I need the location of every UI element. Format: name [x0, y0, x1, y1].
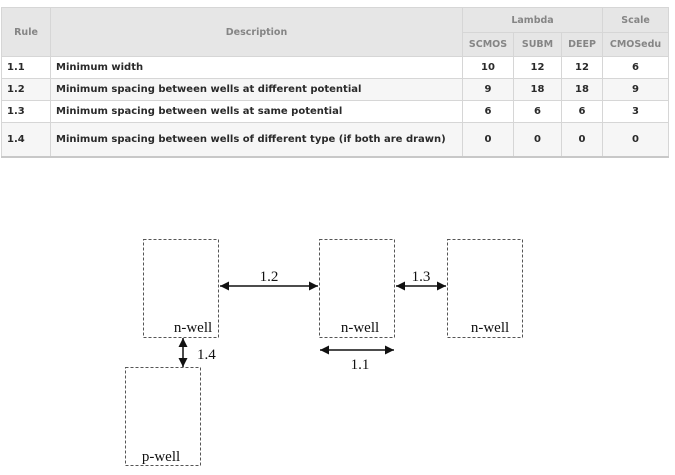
deep-value: 12 [560, 56, 604, 79]
dimension-label-1-1: 1.1 [351, 357, 370, 373]
table-row: 1.4 Minimum spacing between wells of dif… [1, 122, 670, 158]
n-well-middle-outline [319, 239, 395, 338]
dimension-label-1-2: 1.2 [260, 269, 279, 285]
deep-column-header: DEEP [560, 32, 604, 57]
n-well-right-label: n-well [471, 320, 509, 336]
dimension-label-1-4: 1.4 [197, 347, 216, 363]
cmosedu-value: 0 [602, 122, 670, 158]
rule-number: 1.1 [1, 56, 51, 79]
table-row: 1.3 Minimum spacing between wells at sam… [1, 100, 670, 123]
scmos-value: 0 [462, 122, 514, 158]
scmos-column-header: SCMOS [462, 32, 514, 57]
n-well-left-outline [143, 239, 219, 338]
rule-number: 1.2 [1, 78, 51, 101]
rule-description: Minimum spacing between wells at differe… [50, 78, 463, 101]
cmosedu-value: 3 [602, 100, 670, 123]
rule-description: Minimum width [50, 56, 463, 79]
p-well-outline [125, 367, 201, 466]
scmos-value: 9 [462, 78, 514, 101]
deep-value: 18 [560, 78, 604, 101]
cmosedu-column-header: CMOSedu [602, 32, 670, 57]
design-rules-table: Rule Description Lambda Scale SCMOS SUBM… [1, 7, 670, 158]
scale-group-header: Scale [602, 7, 670, 33]
rule-number: 1.4 [1, 122, 51, 158]
n-well-right-outline [447, 239, 523, 338]
scmos-value: 6 [462, 100, 514, 123]
rule-column-header: Rule [1, 7, 51, 57]
subm-column-header: SUBM [513, 32, 562, 57]
scmos-value: 10 [462, 56, 514, 79]
rule-description: Minimum spacing between wells of differe… [50, 122, 463, 158]
lambda-group-header: Lambda [461, 7, 604, 33]
n-well-middle-label: n-well [341, 320, 379, 336]
rule-description: Minimum spacing between wells at same po… [50, 100, 463, 123]
deep-value: 0 [560, 122, 604, 158]
cmosedu-value: 9 [602, 78, 670, 101]
subm-value: 12 [513, 56, 562, 79]
table-row: 1.1 Minimum width 10 12 12 6 [1, 56, 670, 79]
p-well-label: p-well [142, 449, 180, 465]
description-column-header: Description [50, 7, 463, 57]
n-well-left-label: n-well [174, 320, 212, 336]
deep-value: 6 [560, 100, 604, 123]
table-row: 1.2 Minimum spacing between wells at dif… [1, 78, 670, 101]
dimension-label-1-3: 1.3 [412, 269, 431, 285]
